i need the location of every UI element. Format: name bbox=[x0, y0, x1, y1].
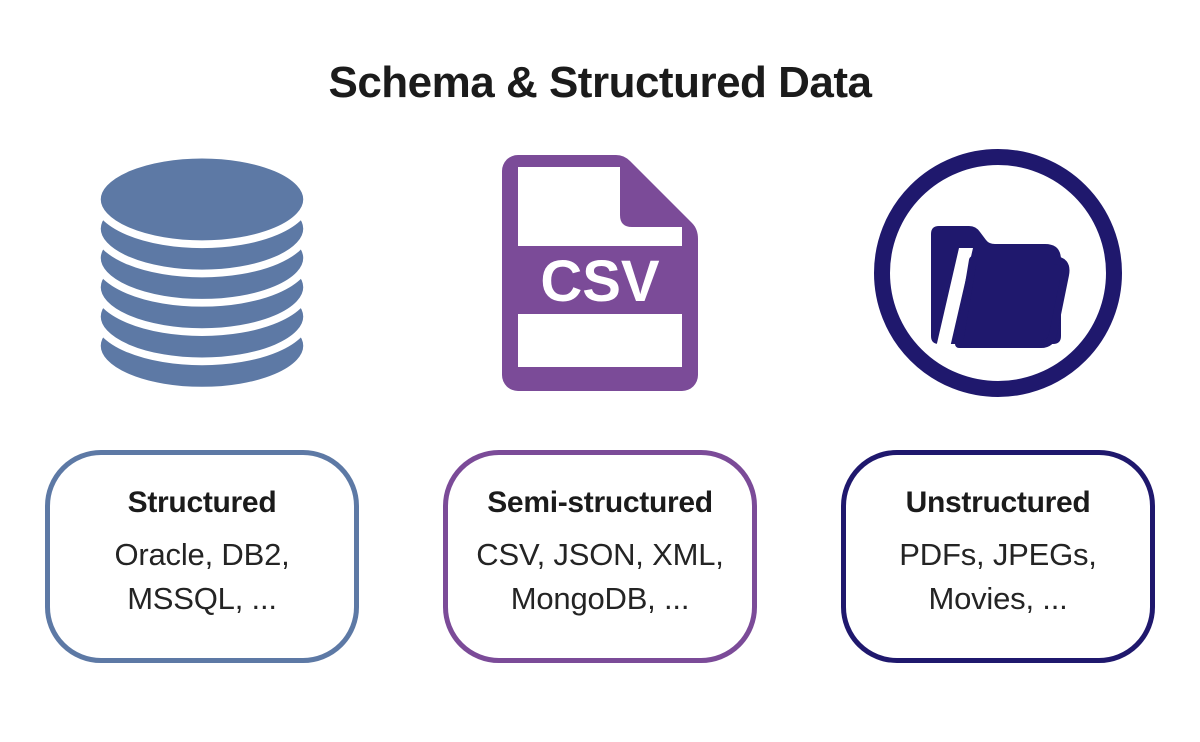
columns-row: Structured Oracle, DB2, MSSQL, ... CSV S… bbox=[0, 148, 1200, 664]
database-icon bbox=[93, 150, 311, 395]
unstructured-card-heading: Unstructured bbox=[905, 486, 1091, 520]
unstructured-card-items: PDFs, JPEGs, Movies, ... bbox=[899, 537, 1097, 616]
structured-card-heading: Structured bbox=[127, 486, 277, 520]
structured-icon-wrap bbox=[90, 148, 314, 398]
structured-card-items: Oracle, DB2, MSSQL, ... bbox=[114, 537, 290, 616]
unstructured-icon-wrap bbox=[873, 148, 1123, 398]
csv-file-icon: CSV bbox=[502, 155, 698, 392]
semi-structured-card-items: CSV, JSON, XML, MongoDB, ... bbox=[476, 537, 724, 616]
semi-structured-card: Semi-structured CSV, JSON, XML, MongoDB,… bbox=[443, 450, 757, 664]
unstructured-card: Unstructured PDFs, JPEGs, Movies, ... bbox=[841, 450, 1155, 664]
open-folder-icon bbox=[874, 149, 1122, 398]
page-title: Schema & Structured Data bbox=[328, 58, 872, 107]
structured-card: Structured Oracle, DB2, MSSQL, ... bbox=[45, 450, 359, 664]
column-semi-structured: CSV Semi-structured CSV, JSON, XML, Mong… bbox=[401, 148, 799, 664]
semi-structured-icon-wrap: CSV bbox=[502, 148, 698, 398]
column-unstructured: Unstructured PDFs, JPEGs, Movies, ... bbox=[799, 148, 1197, 664]
csv-icon-label: CSV bbox=[540, 249, 660, 314]
semi-structured-card-heading: Semi-structured bbox=[487, 486, 713, 520]
column-structured: Structured Oracle, DB2, MSSQL, ... bbox=[3, 148, 401, 664]
